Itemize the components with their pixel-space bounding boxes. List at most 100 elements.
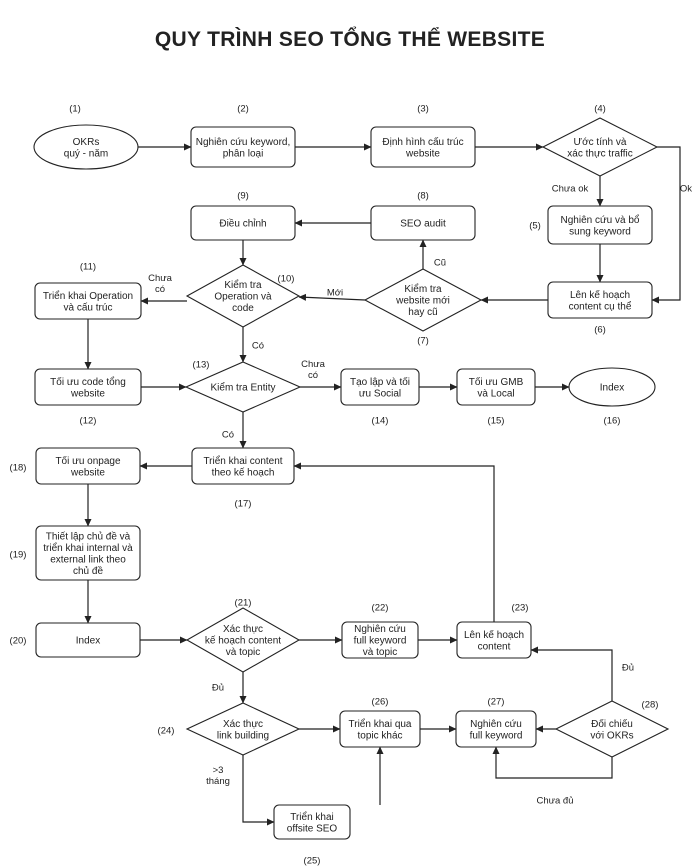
- decision-diamond: [185, 607, 301, 673]
- flow-arrow: [651, 146, 681, 304]
- terminal-ellipse: [568, 367, 656, 407]
- step-number: (25): [304, 856, 321, 867]
- process-box: [34, 282, 142, 320]
- flow-arrow: [293, 462, 495, 622]
- flow-node-n16: Index (16): [568, 367, 656, 427]
- process-box: [547, 205, 653, 245]
- flow-arrow: [530, 646, 613, 701]
- process-box: [190, 205, 296, 241]
- flow-node-n8: SEO audit(8): [370, 191, 476, 241]
- flow-arrow: [492, 746, 613, 779]
- step-number: (6): [594, 325, 606, 336]
- process-box: [456, 368, 536, 406]
- flow-node-n9: Điều chỉnh(9): [190, 191, 296, 241]
- step-number: (28): [642, 700, 659, 711]
- step-number: (20): [10, 636, 27, 647]
- step-number: (23): [512, 603, 529, 614]
- process-box: [35, 622, 141, 658]
- edge-label: Ok: [680, 184, 692, 195]
- page-title: QUY TRÌNH SEO TỔNG THỂ WEBSITE: [154, 28, 546, 51]
- step-number: (7): [417, 336, 429, 347]
- process-box: [455, 710, 537, 748]
- step-number: (19): [10, 550, 27, 561]
- step-number: (12): [80, 416, 97, 427]
- edge-label: Đủ: [622, 663, 634, 674]
- step-number: (11): [80, 262, 96, 273]
- node-label: Index: [600, 383, 624, 394]
- decision-diamond: [554, 700, 670, 758]
- step-number: (1): [69, 104, 81, 115]
- flow-node-n13: Kiểm tra Entity(13): [184, 360, 302, 413]
- step-number: (2): [237, 104, 249, 115]
- step-number: (21): [235, 598, 252, 609]
- edge-label: Có: [222, 430, 234, 441]
- decision-diamond: [185, 702, 301, 756]
- node-label: Index: [76, 636, 100, 647]
- decision-diamond: [363, 268, 483, 332]
- process-box: [456, 621, 532, 659]
- node-label: Kiểm tra Entity: [210, 382, 275, 394]
- process-box: [339, 710, 421, 748]
- step-number: (18): [10, 463, 27, 474]
- edge-label: Cũ: [434, 258, 446, 269]
- edge-label: Có: [252, 341, 264, 352]
- flow-arrow: [298, 293, 366, 301]
- step-number: (16): [604, 416, 621, 427]
- step-number: (24): [158, 726, 175, 737]
- step-number: (26): [372, 697, 389, 708]
- node-label: Điều chỉnh: [219, 218, 266, 230]
- edge-label: Chưa đủ: [537, 796, 574, 807]
- decision-diamond: [184, 361, 302, 413]
- node-label: Nghiên cứu keyword,phân loại: [196, 137, 291, 160]
- decision-diamond: [185, 264, 301, 328]
- step-number: (4): [594, 104, 606, 115]
- process-box: [34, 368, 142, 406]
- step-number: (15): [488, 416, 505, 427]
- step-number: (17): [235, 499, 252, 510]
- process-box: [341, 621, 419, 659]
- step-number: (14): [372, 416, 389, 427]
- step-number: (27): [488, 697, 505, 708]
- flow-node-n20: Index (20): [10, 622, 141, 658]
- process-box: [273, 804, 351, 840]
- process-box: [547, 281, 653, 319]
